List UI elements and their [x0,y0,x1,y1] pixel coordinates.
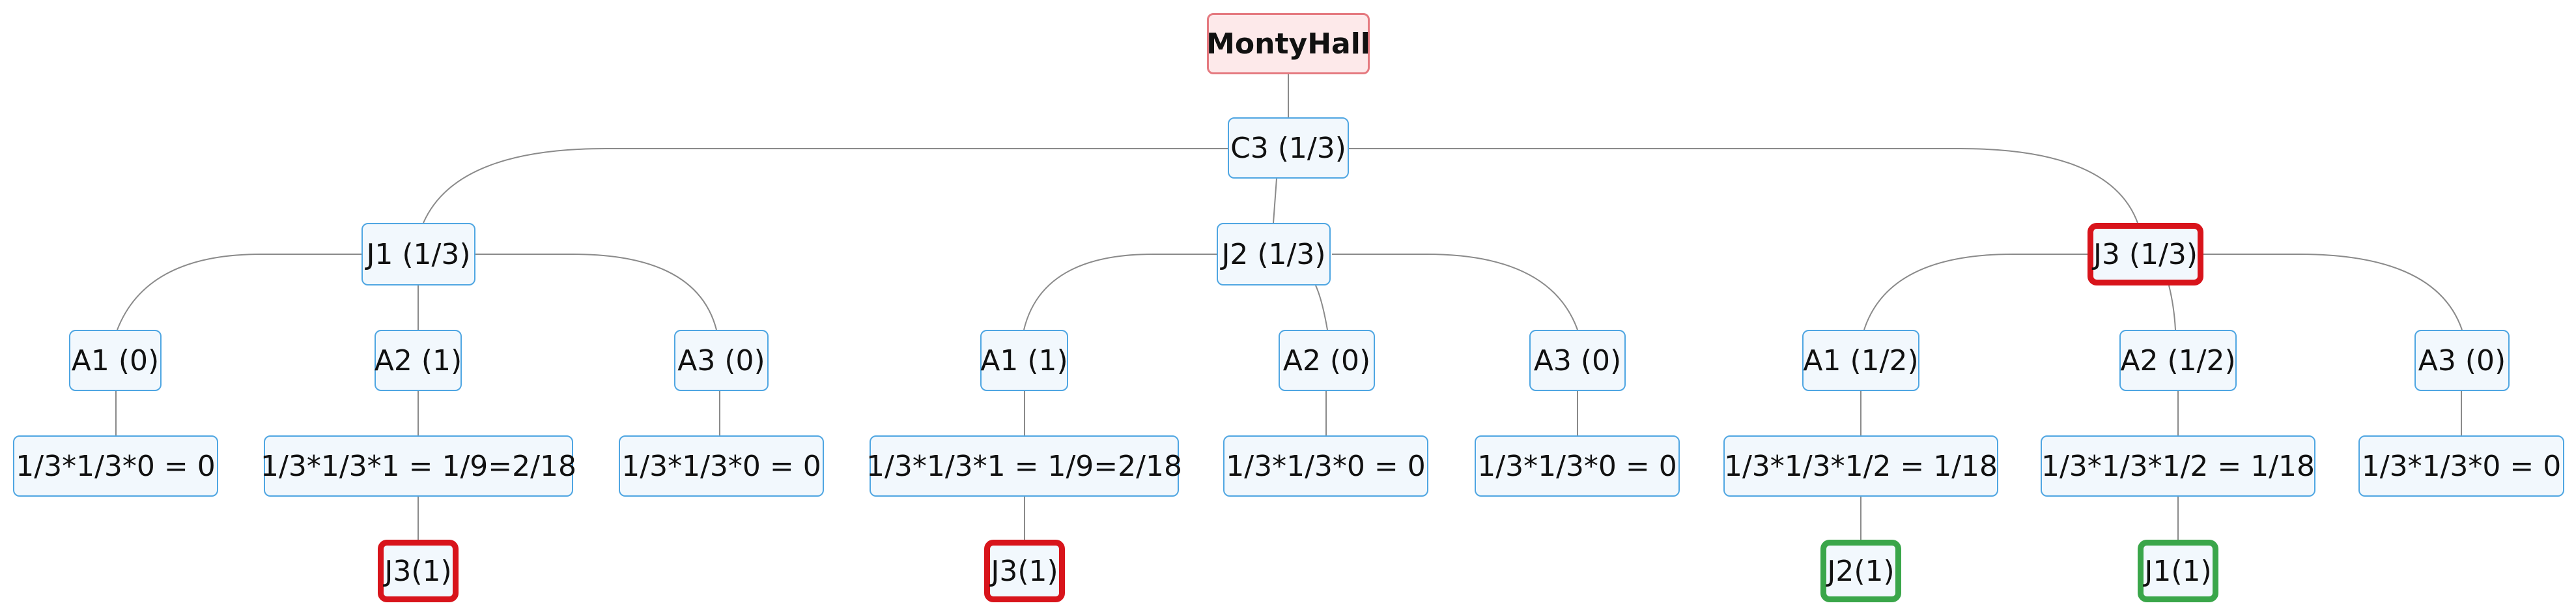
prob-j2-a3[interactable]: 1/3*1/3*0 = 0 [1475,435,1680,497]
node-j2-a2[interactable]: A2 (0) [1279,330,1375,391]
edge-c3-j1 [423,148,1228,224]
prob-j3-a2[interactable]: 1/3*1/3*1/2 = 1/18 [2041,435,2315,497]
prob-j2-a1[interactable]: 1/3*1/3*1 = 1/9=2/18 [866,435,1182,497]
node-j3-a2[interactable]: A2 (1/2) [2119,330,2237,391]
node-j3-a1[interactable]: A1 (1/2) [1802,330,1919,391]
result-j2-a1[interactable]: J3(1) [984,540,1065,602]
node-c3[interactable]: C3 (1/3) [1228,117,1349,179]
node-j1-a1[interactable]: A1 (0) [69,330,162,391]
result-j3-a2[interactable]: J1(1) [2138,540,2218,602]
prob-j3-a3[interactable]: 1/3*1/3*0 = 0 [2358,435,2564,497]
edge-j1-a1 [117,254,361,330]
edge-j2-a1 [1023,254,1217,330]
edge-j3-a1 [1863,254,2088,330]
prob-j1-a2[interactable]: 1/3*1/3*1 = 1/9=2/18 [261,435,576,497]
node-j1-a3[interactable]: A3 (0) [674,330,769,391]
node-j3-highlighted[interactable]: J3 (1/3) [2088,223,2203,285]
result-j3-a1[interactable]: J2(1) [1820,540,1901,602]
node-j1-a2[interactable]: A2 (1) [375,330,462,391]
edge-j2-a2 [1315,285,1328,330]
root-node[interactable]: MontyHall [1206,13,1370,74]
node-j2[interactable]: J2 (1/3) [1217,223,1331,285]
edge-j3-a2 [2168,285,2176,330]
edge-c3-j3 [1348,148,2138,224]
node-j2-a3[interactable]: A3 (0) [1529,330,1626,391]
prob-j1-a1[interactable]: 1/3*1/3*0 = 0 [13,435,218,497]
prob-j3-a1[interactable]: 1/3*1/3*1/2 = 1/18 [1723,435,1998,497]
result-j1-a2[interactable]: J3(1) [378,540,459,602]
edge-j3-a3 [2201,254,2463,330]
edge-j2-a3 [1332,254,1578,330]
edge-j1-a3 [475,254,717,330]
node-j1[interactable]: J1 (1/3) [361,223,475,285]
prob-j2-a2[interactable]: 1/3*1/3*0 = 0 [1223,435,1428,497]
node-j2-a1[interactable]: A1 (1) [980,330,1068,391]
prob-j1-a3[interactable]: 1/3*1/3*0 = 0 [619,435,824,497]
edge-c3-j2 [1273,178,1277,224]
node-j3-a3[interactable]: A3 (0) [2414,330,2510,391]
